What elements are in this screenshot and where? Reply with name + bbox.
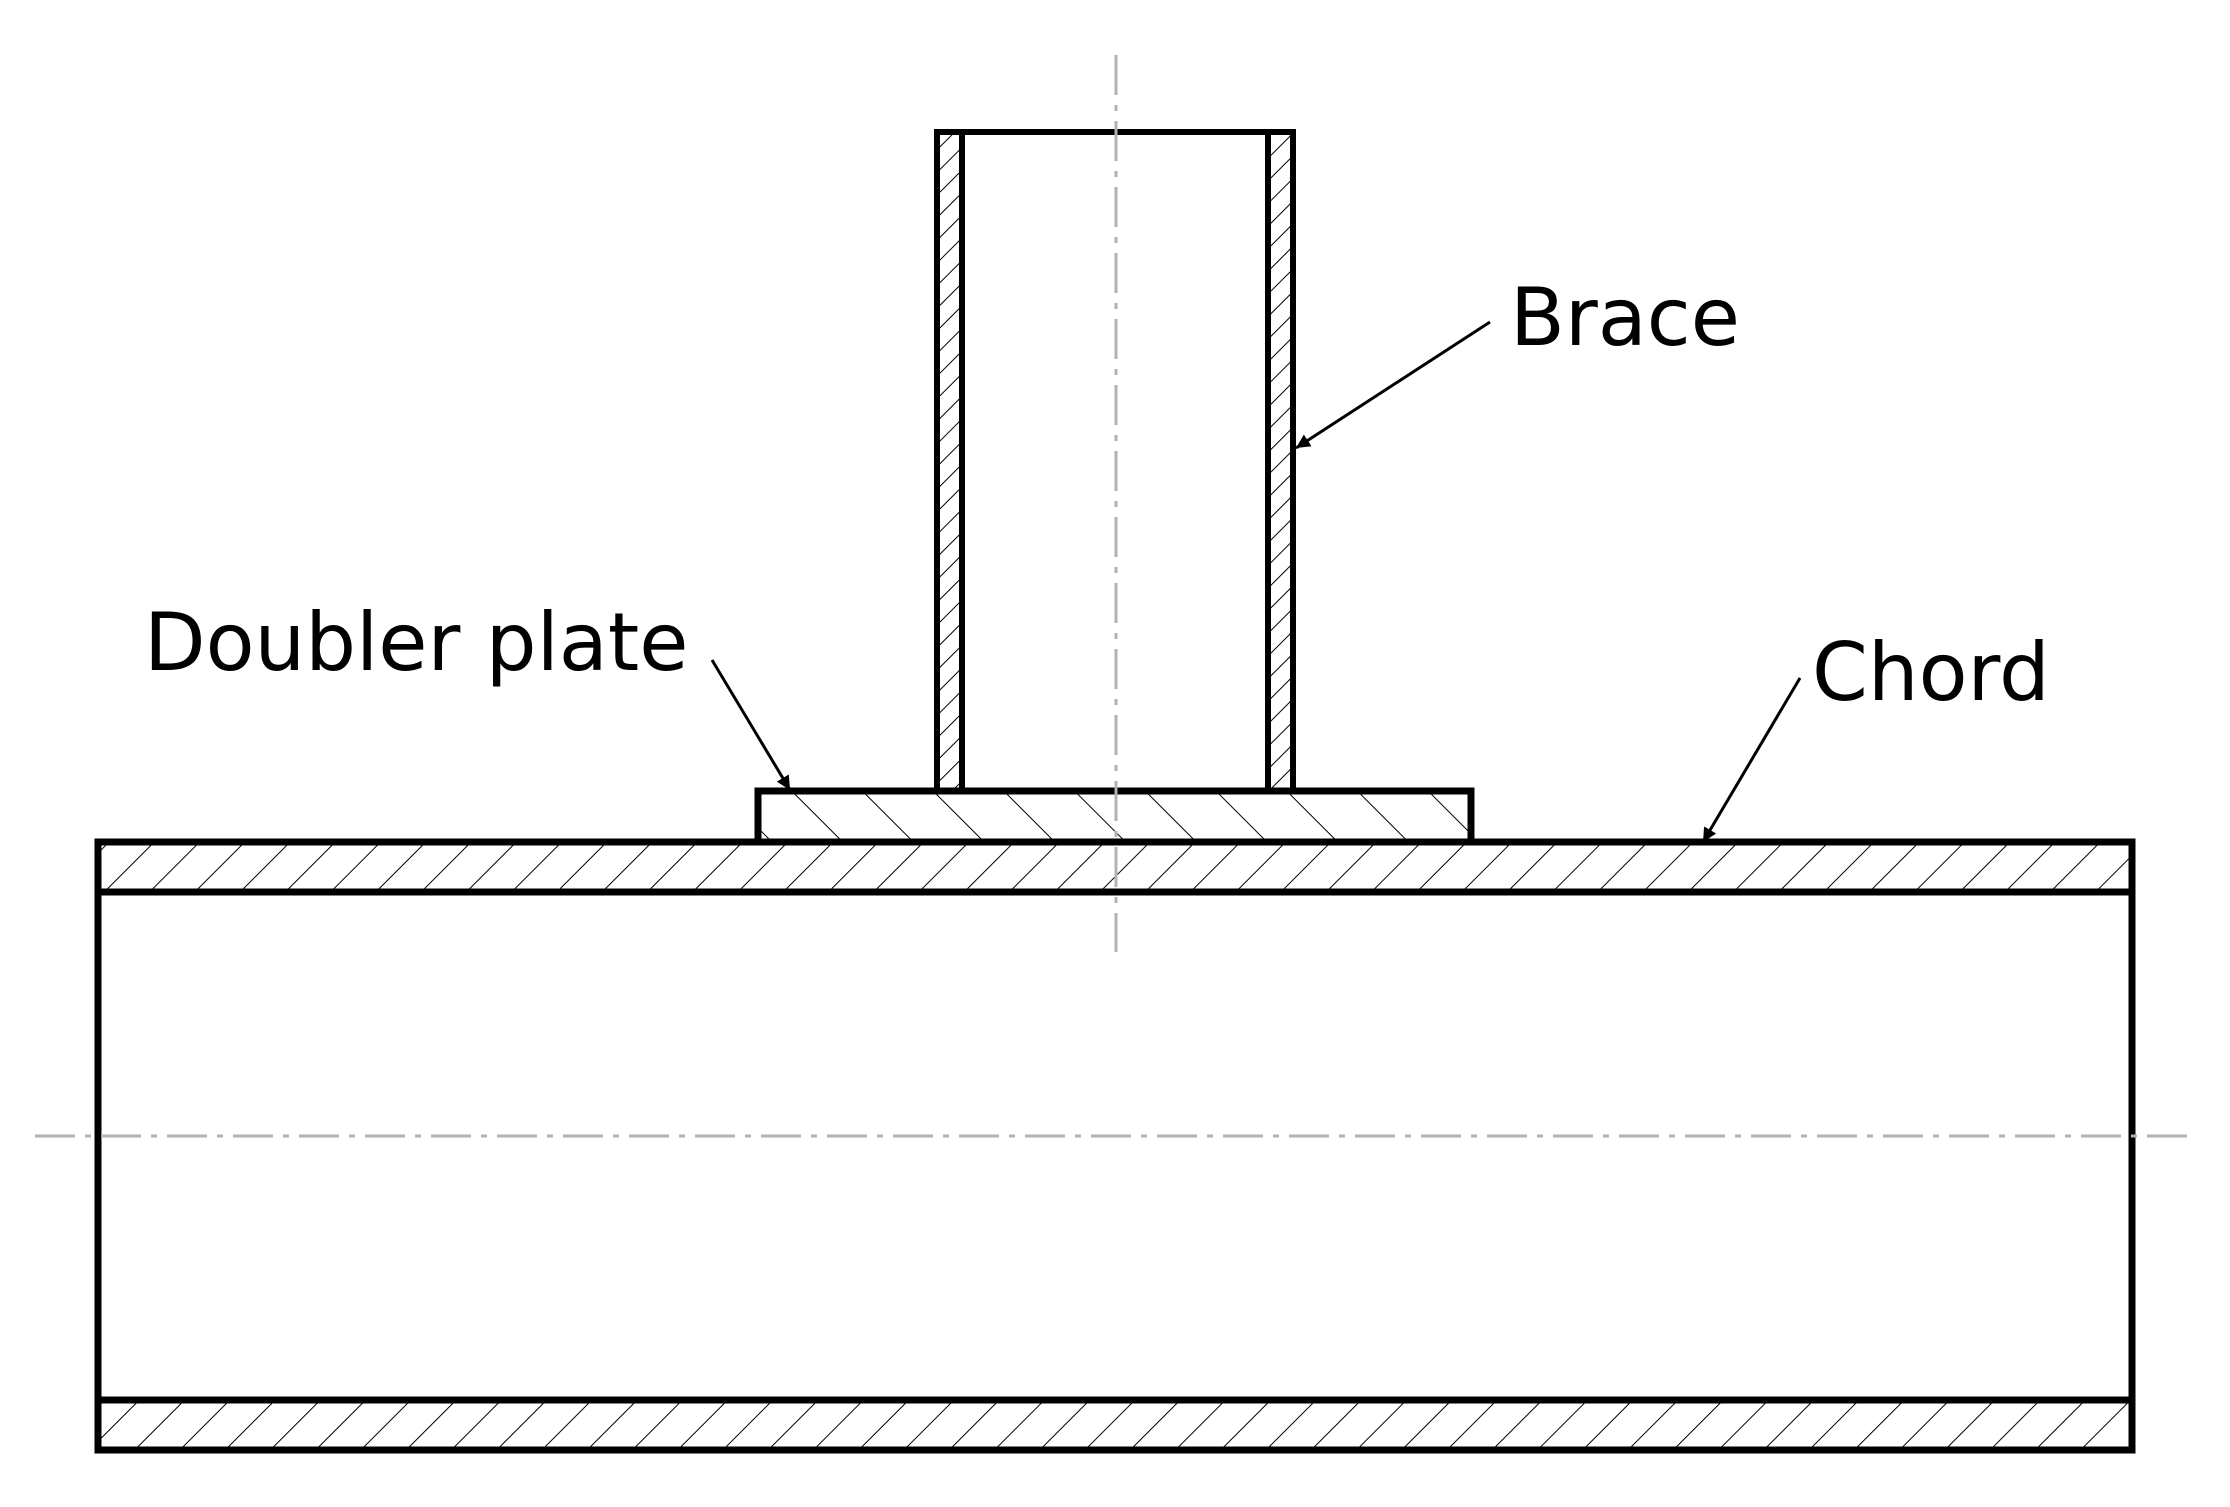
chord-bottom-wall — [94, 1396, 2136, 1454]
chord-leader-line — [1701, 677, 1802, 843]
brace-right-wall — [1265, 129, 1296, 794]
brace-leader-line — [1295, 320, 1491, 450]
brace-label: Brace — [1510, 271, 1740, 364]
brace-left-wall — [934, 129, 965, 794]
doubler-plate-label: Doubler plate — [144, 596, 688, 689]
chord-label: Chord — [1812, 626, 2050, 719]
doubler-plate-leader-line — [710, 659, 792, 791]
